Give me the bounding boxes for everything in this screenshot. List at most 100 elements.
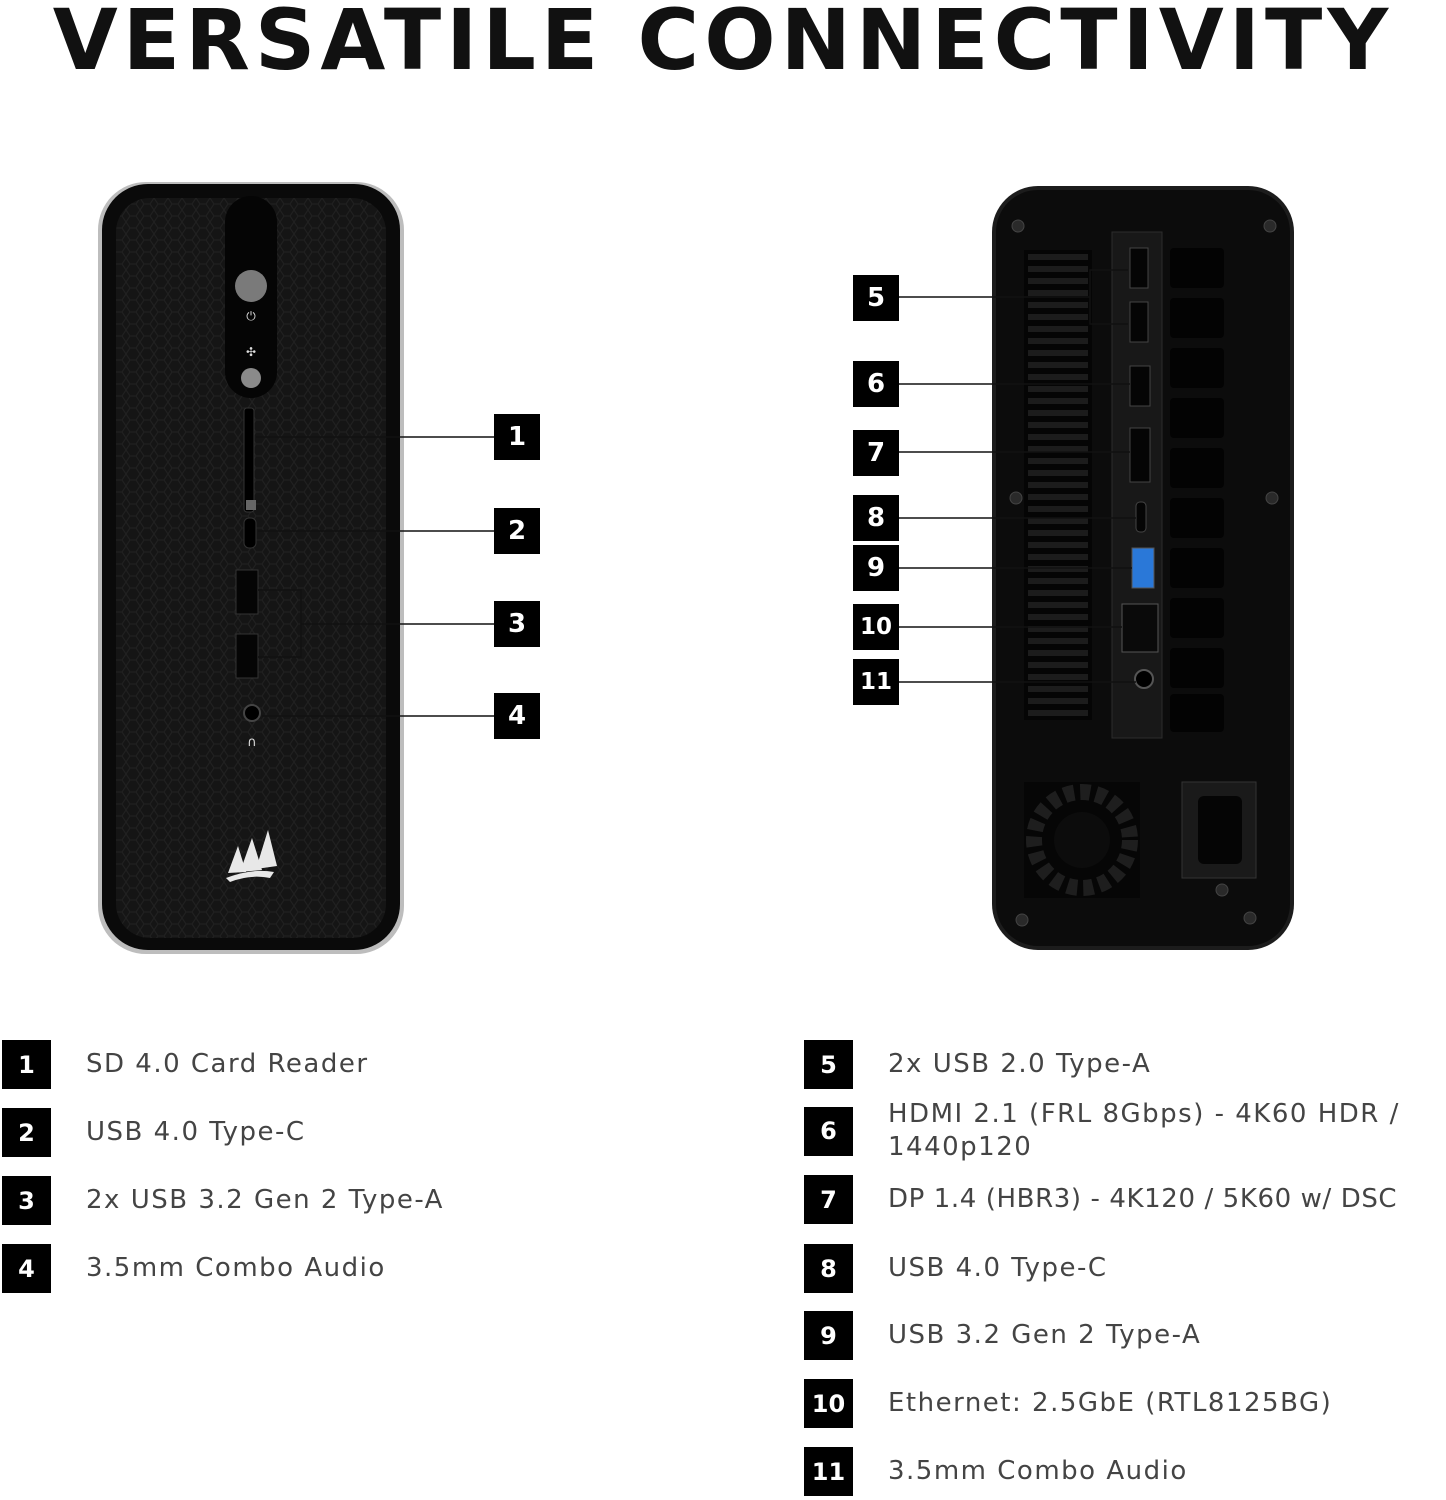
legend-item-11: 11 3.5mm Combo Audio — [804, 1447, 1188, 1496]
vent-slat — [1028, 578, 1088, 584]
rear-audio-jack — [1134, 669, 1154, 689]
displayport-port — [1129, 427, 1151, 483]
vent-slat — [1028, 290, 1088, 296]
legend-item-5: 5 2x USB 2.0 Type-A — [804, 1040, 1151, 1089]
callout-4: 4 — [494, 693, 540, 739]
vent-slat — [1028, 422, 1088, 428]
vent-slat — [1028, 638, 1088, 644]
vent-slat — [1028, 266, 1088, 272]
legend-label: SD 4.0 Card Reader — [86, 1049, 369, 1079]
legend-label: DP 1.4 (HBR3) - 4K120 / 5K60 w/ DSC — [888, 1184, 1398, 1214]
legend-badge: 7 — [804, 1175, 853, 1224]
vent-slat — [1028, 314, 1088, 320]
vent-slat — [1028, 374, 1088, 380]
power-icon: ⏻ — [246, 309, 256, 323]
vent-slat — [1028, 362, 1088, 368]
vent-slat — [1028, 338, 1088, 344]
legend-badge: 3 — [2, 1176, 51, 1225]
power-button[interactable] — [235, 270, 267, 302]
vent-slat — [1028, 350, 1088, 356]
vent-slat — [1028, 698, 1088, 704]
vent-slat — [1028, 446, 1088, 452]
rear-panel — [898, 186, 1294, 950]
vent-slat — [1028, 278, 1088, 284]
callout-7: 7 — [853, 430, 899, 476]
legend-label: Ethernet: 2.5GbE (RTL8125BG) — [888, 1388, 1333, 1418]
vent-slat — [1028, 482, 1088, 488]
rear-usb2-port-2 — [1129, 301, 1149, 343]
vent-slat — [1028, 326, 1088, 332]
vent-slat — [1028, 506, 1088, 512]
vent-slat — [1028, 674, 1088, 680]
product-illustrations: ⏻ ✣ ∩ — [98, 182, 1294, 954]
legend-badge: 6 — [804, 1106, 853, 1156]
vent-slat — [1028, 614, 1088, 620]
vent-slat — [1028, 530, 1088, 536]
front-usb-a-port-1 — [235, 569, 259, 615]
page-title: VERSATILE CONNECTIVITY — [52, 0, 1394, 89]
hdmi-port — [1129, 365, 1151, 407]
headset-icon: ∩ — [247, 735, 257, 750]
legend-item-9: 9 USB 3.2 Gen 2 Type-A — [804, 1311, 1201, 1360]
vent-slat — [1028, 470, 1088, 476]
vent-slat — [1028, 254, 1088, 260]
sd-card-slot — [243, 407, 255, 513]
brand-logo — [226, 830, 277, 882]
fan-mode-icon: ✣ — [246, 345, 256, 359]
legend-item-8: 8 USB 4.0 Type-C — [804, 1244, 1108, 1293]
vent-slat — [1028, 662, 1088, 668]
legend-badge: 11 — [804, 1447, 853, 1496]
legend-item-1: 1 SD 4.0 Card Reader — [2, 1040, 369, 1089]
vent-slat — [1028, 542, 1088, 548]
legend-label: 3.5mm Combo Audio — [888, 1456, 1188, 1486]
front-audio-jack — [243, 704, 261, 722]
callout-3: 3 — [494, 601, 540, 647]
legend-label: 2x USB 3.2 Gen 2 Type-A — [86, 1185, 444, 1215]
vent-slat — [1028, 458, 1088, 464]
legend-badge: 5 — [804, 1040, 853, 1089]
callout-8: 8 — [853, 495, 899, 541]
vent-slat — [1028, 434, 1088, 440]
callout-11: 11 — [853, 659, 899, 705]
legend-badge: 10 — [804, 1379, 853, 1428]
legend-item-7: 7 DP 1.4 (HBR3) - 4K120 / 5K60 w/ DSC — [804, 1175, 1397, 1224]
legend-label: USB 4.0 Type-C — [86, 1117, 306, 1147]
legend-item-2: 2 USB 4.0 Type-C — [2, 1108, 306, 1157]
vent-slat — [1028, 590, 1088, 596]
vent-slat — [1028, 686, 1088, 692]
mode-button[interactable] — [241, 368, 261, 388]
rear-usb3-port — [1131, 547, 1155, 589]
vent-slat — [1028, 386, 1088, 392]
vent-slat — [1028, 626, 1088, 632]
vent-slat — [1028, 554, 1088, 560]
front-usb-c-port — [243, 517, 257, 549]
legend-badge: 1 — [2, 1040, 51, 1089]
front-usb-a-port-2 — [235, 633, 259, 679]
callout-6: 6 — [853, 361, 899, 407]
callout-1: 1 — [494, 414, 540, 460]
legend-label: USB 4.0 Type-C — [888, 1253, 1108, 1283]
vent-slat — [1028, 602, 1088, 608]
legend-badge: 2 — [2, 1108, 51, 1157]
vent-slat — [1028, 518, 1088, 524]
legend-item-4: 4 3.5mm Combo Audio — [2, 1244, 386, 1293]
ethernet-port — [1121, 603, 1159, 653]
vent-slat — [1028, 398, 1088, 404]
legend-label: HDMI 2.1 (FRL 8Gbps) - 4K60 HDR / 1440p1… — [888, 1099, 1400, 1162]
legend-badge: 9 — [804, 1311, 853, 1360]
vent-slat — [1028, 650, 1088, 656]
callout-10: 10 — [853, 604, 899, 650]
legend-label: 2x USB 2.0 Type-A — [888, 1049, 1152, 1079]
front-panel: ⏻ ✣ ∩ — [98, 182, 494, 954]
callout-2: 2 — [494, 508, 540, 554]
vent-slat — [1028, 566, 1088, 572]
legend-item-10: 10 Ethernet: 2.5GbE (RTL8125BG) — [804, 1379, 1332, 1428]
legend-label: 3.5mm Combo Audio — [86, 1253, 386, 1283]
vent-slat — [1028, 710, 1088, 716]
exhaust-fan — [1026, 784, 1138, 896]
rear-usb2-port-1 — [1129, 247, 1149, 289]
legend-item-6: 6 HDMI 2.1 (FRL 8Gbps) - 4K60 HDR / 1440… — [804, 1098, 1444, 1164]
vent-slat — [1028, 494, 1088, 500]
legend-badge: 4 — [2, 1244, 51, 1293]
vent-slat — [1028, 302, 1088, 308]
